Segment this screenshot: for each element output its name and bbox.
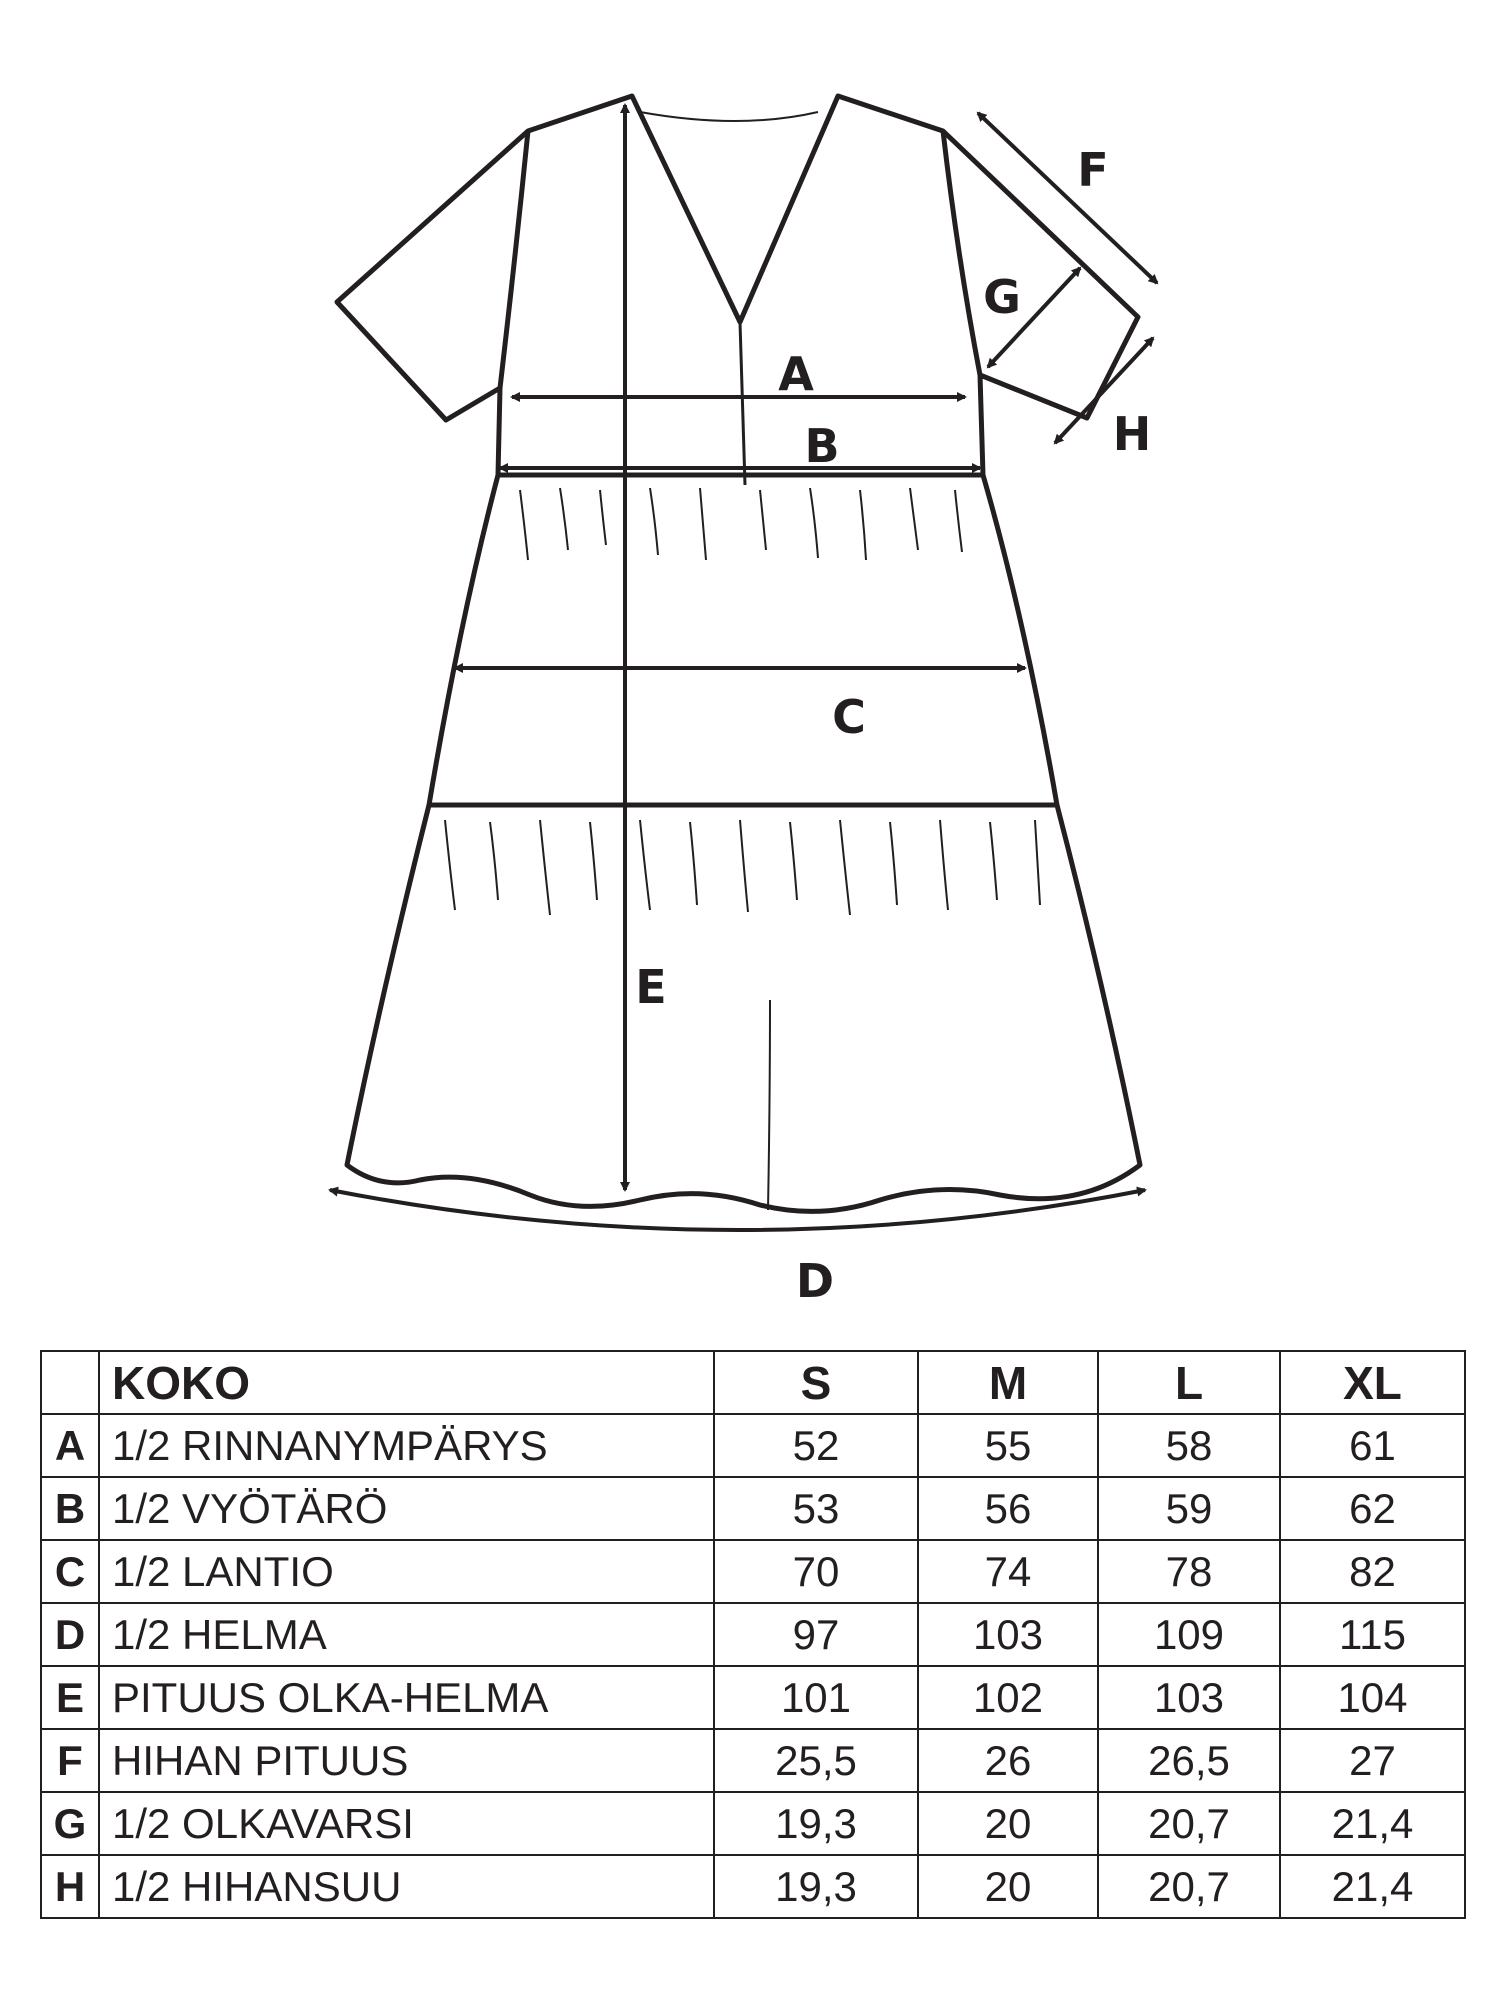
row-name: 1/2 RINNANYMPÄRYS (98, 1413, 715, 1478)
header-size-xl: XL (1279, 1350, 1466, 1415)
measurement-labels: A B C D E F G H (635, 143, 1151, 1308)
cell-value: 55 (917, 1413, 1099, 1478)
cell-value: 70 (713, 1539, 919, 1604)
header-size-m: M (917, 1350, 1099, 1415)
table-row: D 1/2 HELMA 97 103 109 115 (40, 1602, 1466, 1667)
cell-value: 19,3 (713, 1791, 919, 1856)
neckline-detail (639, 111, 819, 486)
cell-value: 20 (917, 1854, 1099, 1919)
arrow-g (986, 266, 1082, 369)
label-b: B (804, 419, 839, 473)
header-blank (40, 1350, 100, 1415)
table-row: A 1/2 RINNANYMPÄRYS 52 55 58 61 (40, 1413, 1466, 1478)
cell-value: 20,7 (1097, 1791, 1281, 1856)
row-name: HIHAN PITUUS (98, 1728, 715, 1793)
cell-value: 58 (1097, 1413, 1281, 1478)
arrow-h (1053, 336, 1155, 445)
row-code: H (40, 1854, 100, 1919)
row-name: 1/2 OLKAVARSI (98, 1791, 715, 1856)
row-code: G (40, 1791, 100, 1856)
cell-value: 82 (1279, 1539, 1466, 1604)
label-c: C (832, 690, 866, 744)
row-code: A (40, 1413, 100, 1478)
row-name: 1/2 LANTIO (98, 1539, 715, 1604)
table-header-row: KOKO S M L XL (40, 1350, 1466, 1415)
label-d: D (796, 1254, 834, 1308)
cell-value: 53 (713, 1476, 919, 1541)
cell-value: 115 (1279, 1602, 1466, 1667)
row-name: PITUUS OLKA-HELMA (98, 1665, 715, 1730)
table-row: E PITUUS OLKA-HELMA 101 102 103 104 (40, 1665, 1466, 1730)
dress-outline (334, 93, 1143, 1214)
row-name: 1/2 HELMA (98, 1602, 715, 1667)
size-table: KOKO S M L XL A 1/2 RINNANYMPÄRYS 52 55 … (40, 1350, 1466, 1919)
cell-value: 62 (1279, 1476, 1466, 1541)
table-row: C 1/2 LANTIO 70 74 78 82 (40, 1539, 1466, 1604)
arrow-f (976, 111, 1159, 285)
row-name: 1/2 VYÖTÄRÖ (98, 1476, 715, 1541)
label-e: E (635, 960, 666, 1014)
header-size-s: S (713, 1350, 919, 1415)
cell-value: 21,4 (1279, 1791, 1466, 1856)
cell-value: 26,5 (1097, 1728, 1281, 1793)
label-a: A (778, 347, 814, 401)
cell-value: 109 (1097, 1602, 1281, 1667)
cell-value: 103 (1097, 1665, 1281, 1730)
row-name: 1/2 HIHANSUU (98, 1854, 715, 1919)
header-koko: KOKO (98, 1350, 715, 1415)
cell-value: 101 (713, 1665, 919, 1730)
row-code: E (40, 1665, 100, 1730)
cell-value: 97 (713, 1602, 919, 1667)
cell-value: 20 (917, 1791, 1099, 1856)
label-f: F (1077, 143, 1108, 197)
table-row: B 1/2 VYÖTÄRÖ 53 56 59 62 (40, 1476, 1466, 1541)
measurement-arrows (328, 103, 1159, 1232)
table-row: F HIHAN PITUUS 25,5 26 26,5 27 (40, 1728, 1466, 1793)
label-h: H (1113, 407, 1152, 461)
row-code: D (40, 1602, 100, 1667)
row-code: B (40, 1476, 100, 1541)
cell-value: 21,4 (1279, 1854, 1466, 1919)
cell-value: 59 (1097, 1476, 1281, 1541)
cell-value: 25,5 (713, 1728, 919, 1793)
cell-value: 19,3 (713, 1854, 919, 1919)
gather-lines (444, 487, 1041, 1211)
row-code: F (40, 1728, 100, 1793)
dress-measurement-diagram: A B C D E F G H (328, 93, 1159, 1308)
row-code: C (40, 1539, 100, 1604)
cell-value: 52 (713, 1413, 919, 1478)
table-row: H 1/2 HIHANSUU 19,3 20 20,7 21,4 (40, 1854, 1466, 1919)
table-row: G 1/2 OLKAVARSI 19,3 20 20,7 21,4 (40, 1791, 1466, 1856)
cell-value: 102 (917, 1665, 1099, 1730)
cell-value: 103 (917, 1602, 1099, 1667)
cell-value: 56 (917, 1476, 1099, 1541)
arrow-d (328, 1186, 1147, 1232)
cell-value: 61 (1279, 1413, 1466, 1478)
cell-value: 27 (1279, 1728, 1466, 1793)
cell-value: 74 (917, 1539, 1099, 1604)
label-g: G (983, 270, 1021, 324)
cell-value: 26 (917, 1728, 1099, 1793)
cell-value: 20,7 (1097, 1854, 1281, 1919)
header-size-l: L (1097, 1350, 1281, 1415)
cell-value: 104 (1279, 1665, 1466, 1730)
cell-value: 78 (1097, 1539, 1281, 1604)
